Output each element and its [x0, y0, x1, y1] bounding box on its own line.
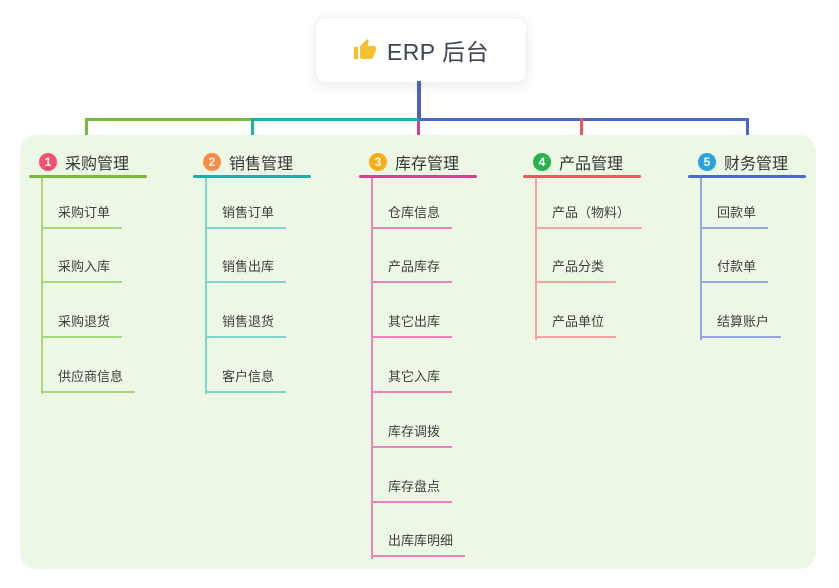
branches-panel [20, 135, 816, 569]
branch-underline [359, 175, 477, 178]
branch-node-inventory[interactable]: 3 库存管理 [359, 149, 477, 175]
child-node[interactable]: 产品库存 [371, 256, 453, 283]
child-node[interactable]: 其它入库 [371, 366, 453, 393]
child-node[interactable]: 库存盘点 [371, 476, 453, 503]
bus-line-blue [419, 118, 749, 121]
child-node[interactable]: 采购入库 [41, 256, 123, 283]
branch-number-badge: 3 [369, 153, 387, 171]
child-node[interactable]: 付款单 [700, 256, 769, 283]
branch-trunk-line [535, 178, 537, 340]
branch-node-product[interactable]: 4 产品管理 [523, 149, 641, 175]
branch-title: 财务管理 [724, 156, 789, 173]
child-node[interactable]: 仓库信息 [371, 202, 453, 229]
branch-title: 库存管理 [395, 156, 460, 173]
root-node-erp[interactable]: ERP 后台 [315, 17, 527, 83]
child-node[interactable]: 产品分类 [535, 256, 617, 283]
child-node[interactable]: 库存调拨 [371, 421, 453, 448]
branch-number-badge: 4 [533, 153, 551, 171]
child-node[interactable]: 销售出库 [205, 256, 287, 283]
branch-node-sales[interactable]: 2 销售管理 [193, 149, 311, 175]
child-node[interactable]: 结算账户 [700, 311, 782, 338]
child-node[interactable]: 产品单位 [535, 311, 617, 338]
drop-line-inventory [417, 121, 420, 146]
drop-line-purchase [85, 118, 88, 146]
branch-node-finance[interactable]: 5 财务管理 [688, 149, 806, 175]
child-node[interactable]: 出库库明细 [371, 530, 466, 557]
branch-number-badge: 2 [203, 153, 221, 171]
branch-number-badge: 5 [698, 153, 716, 171]
bus-line-teal [252, 118, 419, 121]
root-connector-line [417, 81, 421, 120]
branch-trunk-line [371, 178, 373, 559]
drop-line-sales [251, 118, 254, 146]
branch-underline [29, 175, 147, 178]
drop-line-product [580, 118, 583, 146]
branch-title: 销售管理 [229, 156, 294, 173]
bus-line-green [85, 118, 253, 121]
root-title: ERP 后台 [386, 39, 490, 65]
drop-line-finance [746, 118, 749, 146]
branch-underline [193, 175, 311, 178]
child-node[interactable]: 产品（物料） [535, 202, 643, 229]
branch-trunk-line [700, 178, 702, 340]
child-node[interactable]: 供应商信息 [41, 366, 136, 393]
branch-trunk-line [205, 178, 207, 394]
child-node[interactable]: 客户信息 [205, 366, 287, 393]
branch-title: 采购管理 [65, 156, 130, 173]
branch-underline [688, 175, 806, 178]
branch-number-badge: 1 [39, 153, 57, 171]
child-node[interactable]: 销售订单 [205, 202, 287, 229]
branch-node-purchase[interactable]: 1 采购管理 [29, 149, 147, 175]
child-node[interactable]: 销售退货 [205, 311, 287, 338]
child-node[interactable]: 采购订单 [41, 202, 123, 229]
branch-title: 产品管理 [559, 156, 624, 173]
child-node[interactable]: 其它出库 [371, 311, 453, 338]
child-node[interactable]: 回款单 [700, 202, 769, 229]
thumbs-up-icon [353, 39, 376, 59]
branch-trunk-line [41, 178, 43, 394]
branch-underline [523, 175, 641, 178]
child-node[interactable]: 采购退货 [41, 311, 123, 338]
